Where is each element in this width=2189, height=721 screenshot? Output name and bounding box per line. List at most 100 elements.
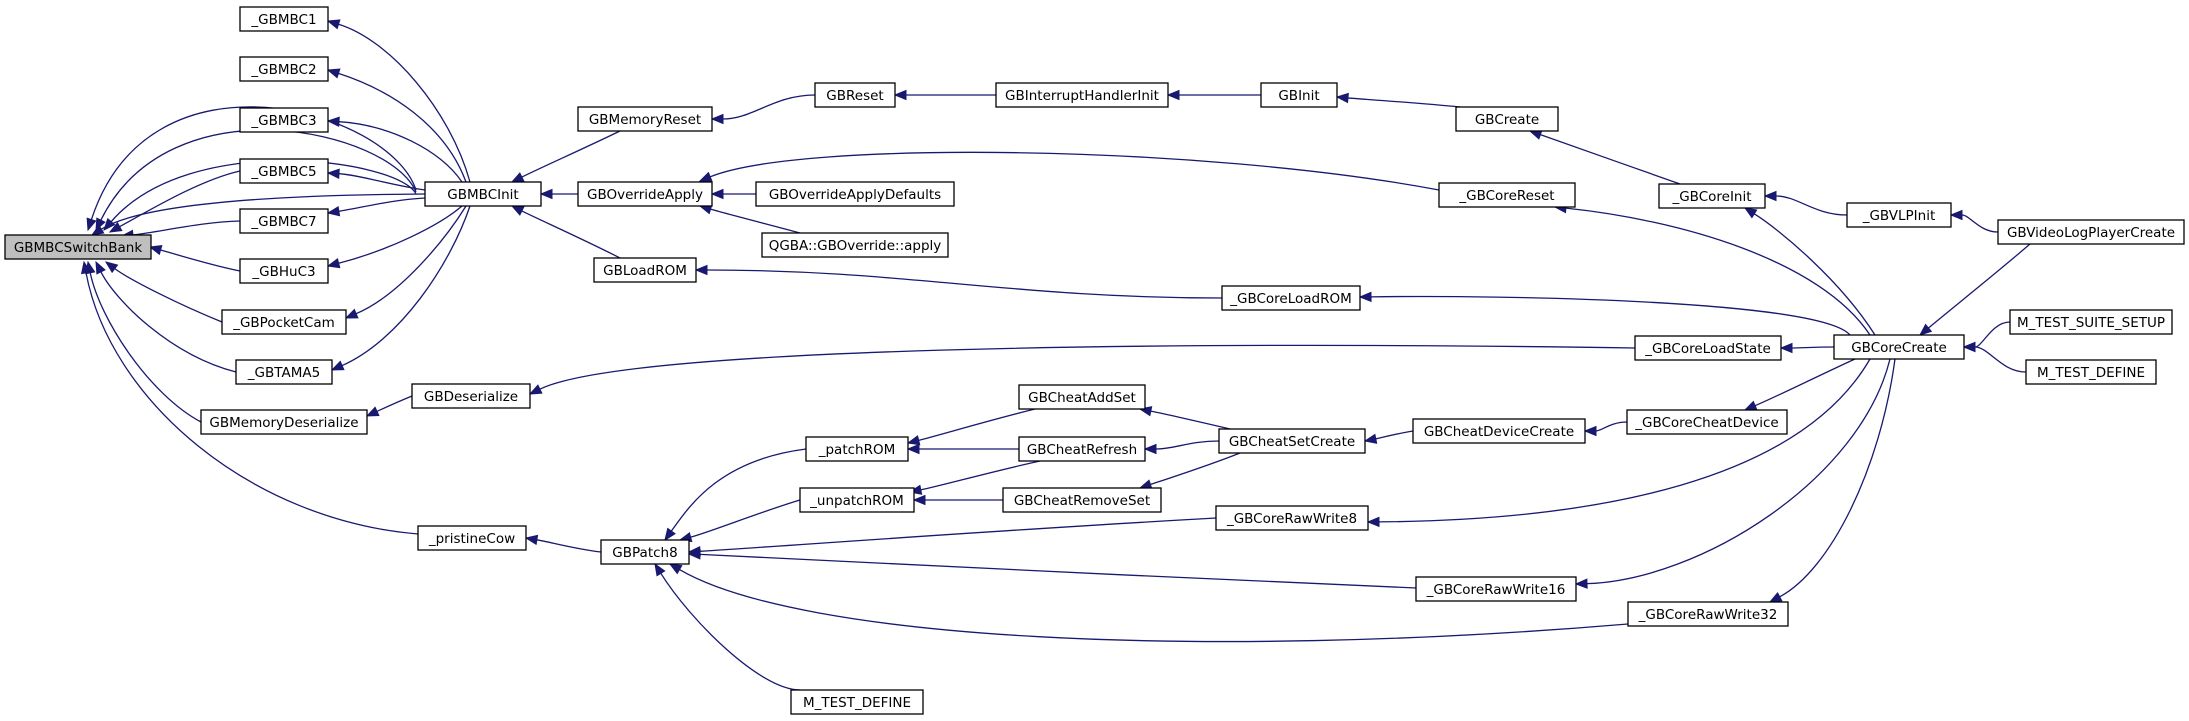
node-n8[interactable]: _GBTAMA5 [235, 359, 333, 385]
node-box[interactable] [411, 383, 531, 409]
node-box[interactable] [1997, 219, 2185, 245]
node-n11[interactable]: GBMBCInit [424, 181, 542, 207]
edge-n33-to-n30 [1375, 430, 1414, 440]
edge-arrowhead [1366, 516, 1380, 528]
node-n25[interactable]: GBCheatRefresh [1018, 436, 1146, 462]
edge-n43-to-n40 [1974, 346, 2027, 373]
node-n5[interactable]: _GBMBC7 [239, 208, 329, 234]
node-box[interactable] [1415, 576, 1577, 602]
node-box[interactable] [1215, 505, 1369, 531]
node-n34[interactable]: _GBCoreRawWrite16 [1415, 576, 1577, 602]
node-n14[interactable]: GBOverrideApply [577, 181, 713, 207]
node-n43[interactable]: M_TEST_DEFINE [2025, 359, 2157, 385]
node-n2[interactable]: _GBMBC2 [239, 56, 329, 82]
node-box[interactable] [1218, 428, 1366, 454]
node-n17[interactable]: GBReset [814, 82, 896, 108]
node-box[interactable] [600, 539, 690, 565]
node-n20[interactable]: _patchROM [805, 436, 909, 462]
node-n0[interactable]: GBMBCSwitchBank [4, 234, 152, 260]
node-box[interactable] [221, 309, 347, 335]
node-box[interactable] [1438, 182, 1576, 208]
node-box[interactable] [755, 181, 955, 207]
node-box[interactable] [417, 525, 527, 551]
node-box[interactable] [593, 257, 697, 283]
node-box[interactable] [1627, 601, 1789, 627]
node-n42[interactable]: M_TEST_SUITE_SETUP [2009, 309, 2173, 335]
node-box[interactable] [239, 107, 329, 133]
node-box[interactable] [1846, 202, 1952, 228]
node-box[interactable] [2009, 309, 2173, 335]
node-n38[interactable]: _GBCoreCheatDevice [1626, 409, 1788, 435]
node-box[interactable] [761, 232, 949, 258]
node-label: GBMBCInit [447, 187, 518, 203]
node-box[interactable] [995, 82, 1169, 108]
edge-n25-to-n21 [920, 460, 1041, 491]
node-n31[interactable]: _GBCoreRawWrite8 [1215, 505, 1369, 531]
node-box[interactable] [235, 359, 333, 385]
edge-arrowhead [1143, 443, 1157, 455]
node-n6[interactable]: _GBHuC3 [239, 258, 329, 284]
node-n3[interactable]: _GBMBC3 [239, 107, 329, 133]
node-box[interactable] [239, 258, 329, 284]
node-n9[interactable]: GBMemoryDeserialize [200, 409, 368, 435]
node-n18[interactable]: GBOverrideApplyDefaults [755, 181, 955, 207]
node-n33[interactable]: GBCheatDeviceCreate [1412, 418, 1586, 444]
node-box[interactable] [577, 106, 713, 132]
node-n28[interactable]: _GBCoreReset [1438, 182, 1576, 208]
node-box[interactable] [239, 208, 329, 234]
node-n27[interactable]: GBInit [1260, 82, 1338, 108]
node-box[interactable] [1634, 335, 1782, 361]
node-box[interactable] [1455, 106, 1559, 132]
node-box[interactable] [1412, 418, 1586, 444]
node-n32[interactable]: GBCreate [1455, 106, 1559, 132]
node-n29[interactable]: _GBCoreLoadROM [1221, 285, 1361, 311]
node-n1[interactable]: _GBMBC1 [239, 6, 329, 32]
node-label: _GBTAMA5 [247, 365, 320, 381]
node-box[interactable] [799, 487, 915, 513]
node-box[interactable] [1018, 384, 1146, 410]
node-n39[interactable]: _GBVLPInit [1846, 202, 1952, 228]
node-box[interactable] [239, 56, 329, 82]
node-box[interactable] [1002, 487, 1162, 513]
node-box[interactable] [1626, 409, 1788, 435]
node-box[interactable] [2025, 359, 2157, 385]
node-n35[interactable]: _GBCoreLoadState [1634, 335, 1782, 361]
node-box[interactable] [239, 158, 329, 184]
node-box[interactable] [814, 82, 896, 108]
node-n41[interactable]: GBVideoLogPlayerCreate [1997, 219, 2185, 245]
node-n12[interactable]: GBDeserialize [411, 383, 531, 409]
node-n23[interactable]: GBInterruptHandlerInit [995, 82, 1169, 108]
node-box[interactable] [239, 6, 329, 32]
edge-n40-to-n34 [1586, 358, 1891, 585]
edge-n11-to-n8 [341, 205, 471, 367]
node-box[interactable] [1221, 285, 1361, 311]
node-box[interactable] [200, 409, 368, 435]
node-n15[interactable]: GBLoadROM [593, 257, 697, 283]
node-box[interactable] [1658, 183, 1766, 209]
node-n26[interactable]: GBCheatRemoveSet [1002, 487, 1162, 513]
node-n37[interactable]: _GBCoreInit [1658, 183, 1766, 209]
node-n36[interactable]: _GBCoreRawWrite32 [1627, 601, 1789, 627]
node-box[interactable] [577, 181, 713, 207]
edge-n8-to-n0 [100, 271, 237, 373]
edge-arrowhead [710, 188, 724, 200]
node-box[interactable] [805, 436, 909, 462]
node-n24[interactable]: GBCheatAddSet [1018, 384, 1146, 410]
node-n7[interactable]: _GBPocketCam [221, 309, 347, 335]
node-n4[interactable]: _GBMBC5 [239, 158, 329, 184]
node-box[interactable] [424, 181, 542, 207]
root-node-box[interactable] [4, 234, 152, 260]
node-n30[interactable]: GBCheatSetCreate [1218, 428, 1366, 454]
node-box[interactable] [1018, 436, 1146, 462]
edge-n21-to-n16 [690, 499, 801, 538]
node-n13[interactable]: GBMemoryReset [577, 106, 713, 132]
node-n40[interactable]: GBCoreCreate [1833, 334, 1965, 360]
node-n16[interactable]: GBPatch8 [600, 539, 690, 565]
node-box[interactable] [790, 689, 924, 715]
node-n21[interactable]: _unpatchROM [799, 487, 915, 513]
node-n19[interactable]: QGBA::GBOverride::apply [761, 232, 949, 258]
node-n10[interactable]: _pristineCow [417, 525, 527, 551]
node-n22[interactable]: M_TEST_DEFINE [790, 689, 924, 715]
node-box[interactable] [1833, 334, 1965, 360]
node-box[interactable] [1260, 82, 1338, 108]
